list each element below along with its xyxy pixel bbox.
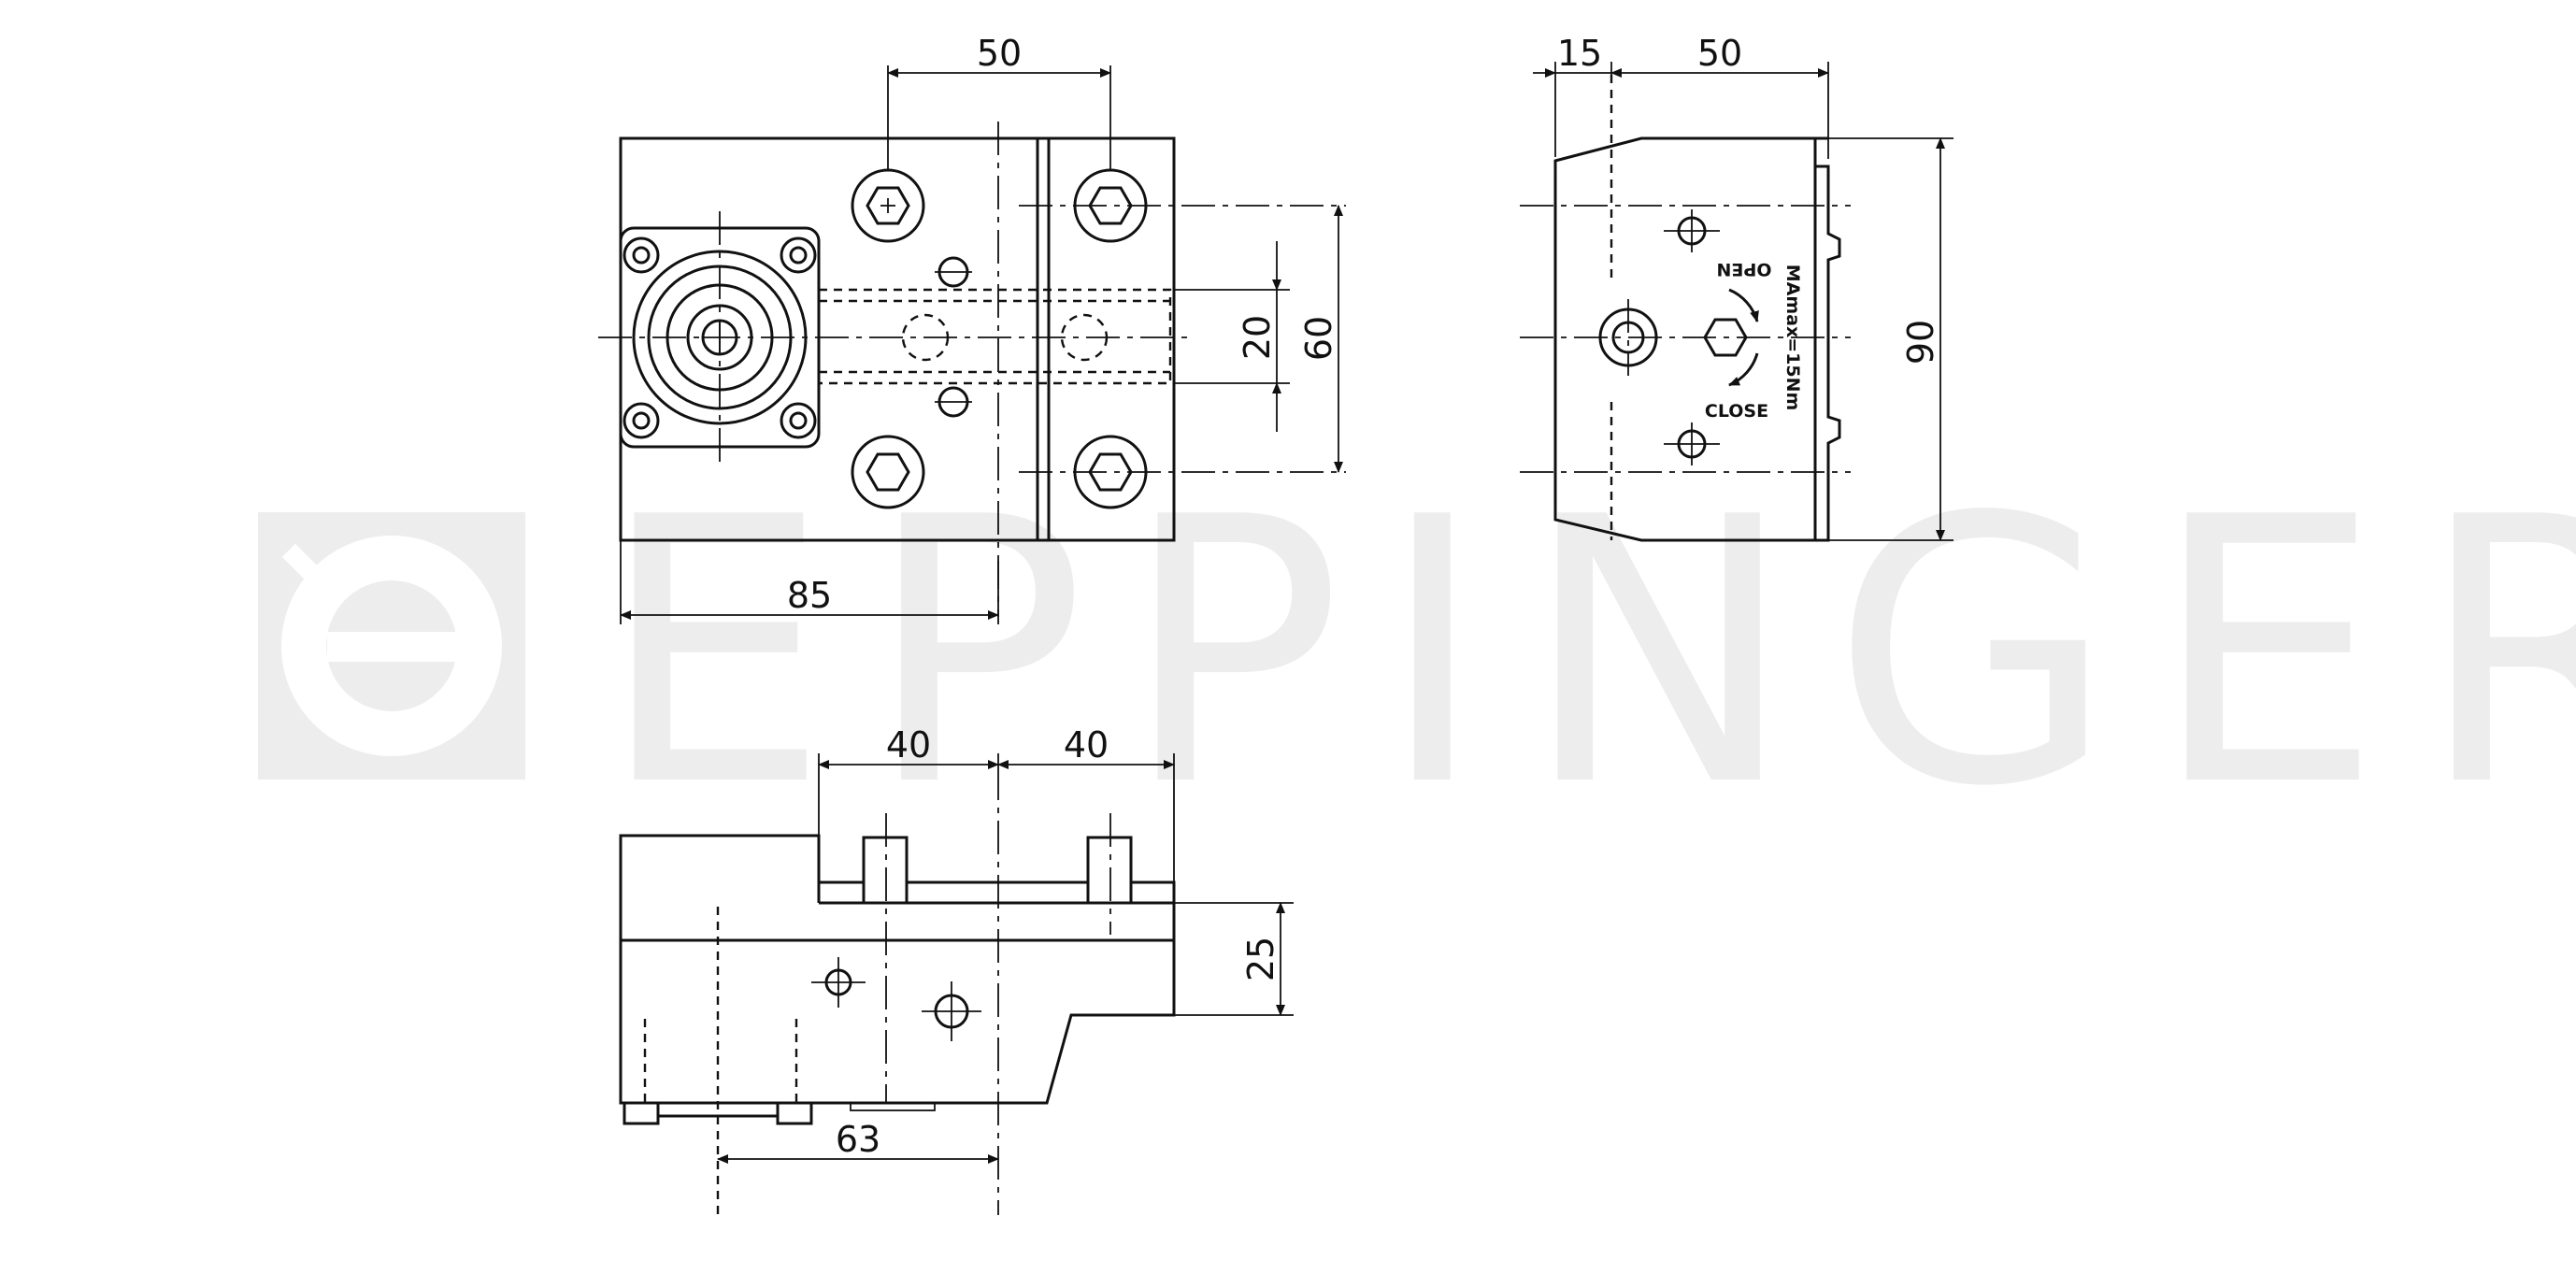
- eppinger-watermark: EPPINGER: [258, 440, 2576, 866]
- dim-side-height: 90: [1900, 320, 1941, 365]
- open-label: OPEN: [1717, 259, 1772, 279]
- dim-side-a: 15: [1557, 33, 1602, 74]
- mounting-bolt: [851, 168, 925, 243]
- front-view: 50 85 20 60: [598, 33, 1346, 624]
- mounting-bolt: [851, 435, 925, 509]
- dim-front-outer: 60: [1298, 316, 1339, 361]
- dim-bottom-right: 40: [1064, 724, 1109, 766]
- dim-side-b: 50: [1697, 33, 1742, 74]
- close-label: CLOSE: [1705, 401, 1768, 422]
- mounting-bolt: [1073, 435, 1148, 509]
- flange-screw: [623, 402, 660, 439]
- dim-front-top: 50: [977, 33, 1022, 74]
- dim-bottom-left: 40: [886, 724, 931, 766]
- eppinger-logo-mark: [258, 512, 525, 780]
- torque-label: MAmax=15Nm: [1782, 265, 1803, 411]
- watermark-text: EPPINGER: [598, 440, 2576, 866]
- flange-screw: [780, 402, 817, 439]
- dim-front-inner: 20: [1237, 315, 1278, 360]
- dim-front-bottom: 85: [787, 575, 832, 616]
- bottom-view: 40 40 25 63: [619, 724, 1294, 1215]
- flange-screw: [623, 236, 660, 274]
- side-view: OPEN CLOSE MAmax=15Nm 15 50 90: [1520, 33, 1953, 542]
- dim-bottom-bottom: 63: [836, 1119, 880, 1160]
- dim-bottom-height: 25: [1240, 937, 1281, 981]
- flange-screw: [780, 236, 817, 274]
